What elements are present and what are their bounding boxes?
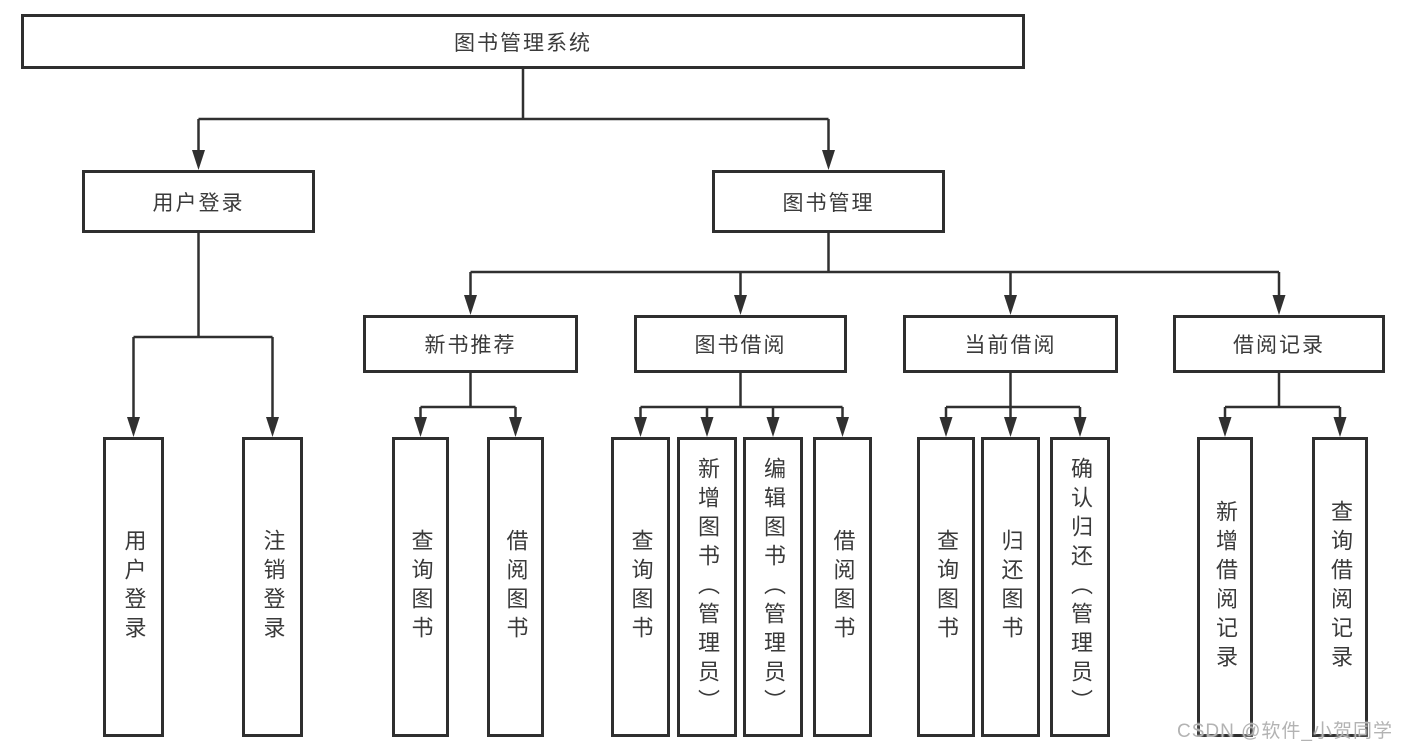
- leaf-add-book-admin-label: 新增图书（管理员）: [695, 456, 720, 718]
- leaf-borrow-books-recommend: 借阅图书: [487, 437, 544, 737]
- leaf-logout: 注销登录: [242, 437, 303, 737]
- connector-book-borrow-to-children: [634, 373, 849, 437]
- node-user-login: 用户登录: [82, 170, 315, 233]
- leaf-borrow-books: 借阅图书: [813, 437, 872, 737]
- node-new-book-recommend: 新书推荐: [363, 315, 578, 373]
- connector-root-to-children: [192, 68, 835, 170]
- connector-book-management-to-children: [464, 233, 1286, 315]
- leaf-query-books-borrow: 查询图书: [611, 437, 670, 737]
- leaf-edit-book-admin-label: 编辑图书（管理员）: [761, 456, 786, 718]
- leaf-query-books-borrow-label: 查询图书: [628, 529, 654, 645]
- leaf-return-books-label: 归还图书: [998, 529, 1024, 645]
- node-new-book-recommend-label: 新书推荐: [424, 334, 517, 357]
- leaf-confirm-return-admin: 确认归还（管理员）: [1050, 437, 1110, 737]
- leaf-query-books-current-label: 查询图书: [934, 529, 959, 645]
- connector-current-borrow-to-children: [939, 373, 1087, 437]
- leaf-confirm-return-admin-label: 确认归还（管理员）: [1068, 456, 1093, 718]
- leaf-add-borrow-record: 新增借阅记录: [1197, 437, 1253, 737]
- leaf-borrow-books-label: 借阅图书: [830, 529, 856, 645]
- leaf-query-books-current: 查询图书: [917, 437, 975, 737]
- leaf-borrow-books-recommend-label: 借阅图书: [503, 529, 529, 645]
- leaf-query-borrow-record: 查询借阅记录: [1312, 437, 1368, 737]
- node-user-login-label: 用户登录: [152, 191, 245, 215]
- leaf-query-borrow-record-label: 查询借阅记录: [1328, 500, 1353, 674]
- node-library-management-system: 图书管理系统: [21, 14, 1025, 69]
- node-borrow-records: 借阅记录: [1173, 315, 1385, 373]
- leaf-add-book-admin: 新增图书（管理员）: [677, 437, 737, 737]
- leaf-return-books: 归还图书: [981, 437, 1040, 737]
- leaf-logout-label: 注销登录: [260, 529, 286, 645]
- node-current-borrow: 当前借阅: [903, 315, 1118, 373]
- node-current-borrow-label: 当前借阅: [964, 334, 1057, 357]
- node-borrow-records-label: 借阅记录: [1233, 334, 1325, 357]
- leaf-user-login: 用户登录: [103, 437, 164, 737]
- leaf-edit-book-admin: 编辑图书（管理员）: [743, 437, 803, 737]
- connector-new-book-recommend-to-children: [414, 373, 522, 437]
- leaf-add-borrow-record-label: 新增借阅记录: [1213, 500, 1238, 674]
- node-book-borrow-label: 图书借阅: [694, 334, 787, 357]
- node-library-management-system-label: 图书管理系统: [454, 31, 592, 55]
- csdn-watermark: CSDN @软件_小贺同学: [1177, 721, 1393, 742]
- leaf-query-books-recommend: 查询图书: [392, 437, 449, 737]
- connector-user-login-to-children: [127, 233, 279, 437]
- node-book-management: 图书管理: [712, 170, 945, 233]
- connector-borrow-records-to-children: [1218, 373, 1347, 437]
- node-book-management-label: 图书管理: [782, 191, 875, 215]
- leaf-query-books-recommend-label: 查询图书: [408, 529, 434, 645]
- node-book-borrow: 图书借阅: [634, 315, 847, 373]
- leaf-user-login-label: 用户登录: [121, 529, 147, 645]
